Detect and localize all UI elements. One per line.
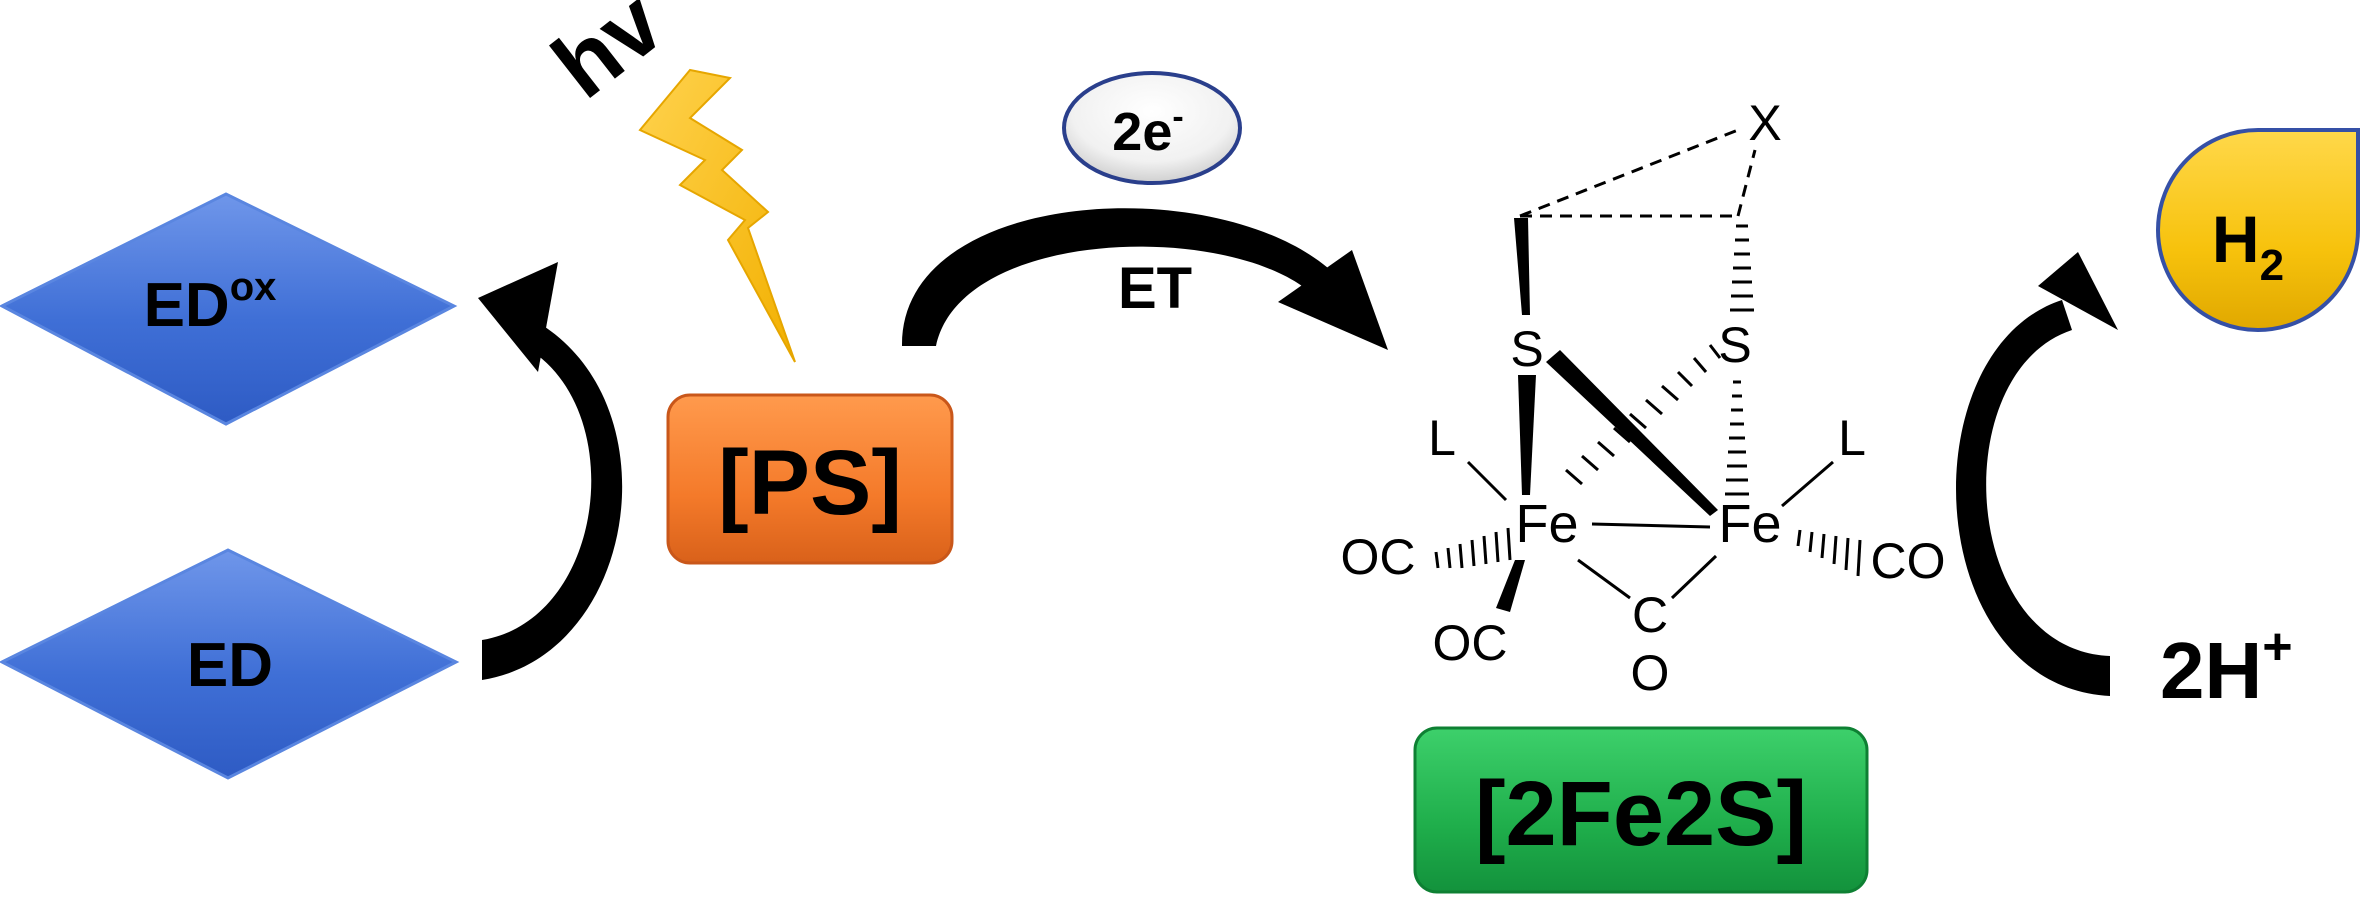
ed-label: ED <box>187 631 273 700</box>
ligand-left: L <box>1428 410 1456 466</box>
sulfur-right: S <box>1718 317 1751 373</box>
l-fe-bond-right <box>1781 460 1834 508</box>
x-atom: X <box>1748 95 1781 151</box>
fe-c-bond-left <box>1577 558 1631 600</box>
electron-superscript: - <box>1172 98 1183 136</box>
protons-superscript: + <box>2262 618 2292 676</box>
ed-ox-superscript: ox <box>230 265 277 309</box>
s-fe-hash-cross <box>1565 344 1722 486</box>
svg-text:H2: H2 <box>2212 202 2284 290</box>
iron-right: Fe <box>1718 494 1781 554</box>
s-fe-wedge-cross <box>1546 350 1718 516</box>
electron-node: 2e- <box>1062 71 1242 185</box>
ps-box <box>666 393 954 565</box>
h2-drop <box>2156 128 2360 332</box>
ed-ox-label: ED <box>144 271 230 340</box>
fe-c-bond-right <box>1670 554 1718 600</box>
sulfur-left: S <box>1510 321 1543 377</box>
bridging-oxygen: O <box>1631 645 1670 701</box>
protons-label: 2H <box>2160 626 2262 715</box>
et-arrow-head <box>1278 250 1388 350</box>
bridge-wedge-left <box>1514 218 1530 315</box>
h2-label: H <box>2212 202 2260 276</box>
ed-node: ED <box>0 548 460 780</box>
dithiolate-bridge <box>1519 128 1757 218</box>
ligand-right: L <box>1838 410 1866 466</box>
svg-text:2e-: 2e- <box>1112 98 1183 162</box>
et-label: ET <box>1118 256 1192 321</box>
iron-left: Fe <box>1515 494 1578 554</box>
electron-label: 2e <box>1112 102 1172 162</box>
ed-ox-node: EDox <box>0 192 458 426</box>
fe-fe-bond <box>1591 522 1711 529</box>
oc-fe-wedge-bottom <box>1496 560 1525 612</box>
co-fe-hash-right <box>1796 529 1862 577</box>
diiron-cluster-structure: X S S <box>1341 95 1946 701</box>
lightning-bolt-icon <box>638 68 796 363</box>
h2-subscript: 2 <box>2260 241 2284 290</box>
ed-diamond <box>0 548 460 780</box>
ps-label: [PS] <box>718 432 902 534</box>
ed-ox-diamond <box>0 192 458 426</box>
oc-fe-hash-left <box>1434 527 1512 569</box>
carbonyl-bottom: OC <box>1433 615 1508 671</box>
s-fe-wedge-left <box>1518 375 1536 495</box>
bridging-carbon: C <box>1632 587 1668 643</box>
oxidation-arrow-body <box>482 318 623 680</box>
carbonyl-left: OC <box>1341 529 1416 585</box>
cluster-box <box>1413 726 1869 894</box>
electron-ellipse <box>1062 71 1242 185</box>
l-fe-bond-left <box>1466 460 1508 502</box>
oxidation-arrow <box>478 262 623 680</box>
oxidation-arrow-head <box>478 262 558 372</box>
carbonyl-right: CO <box>1871 533 1946 589</box>
proton-reduction-arrow <box>1956 252 2118 696</box>
proton-arrow-body <box>1956 300 2110 696</box>
bridge-hash-right <box>1730 224 1754 312</box>
cluster-node: [2Fe2S] <box>1413 726 1869 894</box>
s-fe-hash-right <box>1725 380 1749 496</box>
light-label: hv <box>535 0 682 118</box>
proton-arrow-head <box>2038 252 2118 330</box>
svg-text:EDox: EDox <box>144 265 277 340</box>
electron-transfer-arrow: ET <box>901 208 1388 350</box>
et-arrow-body <box>901 208 1328 346</box>
cluster-label: [2Fe2S] <box>1475 763 1807 865</box>
hydrogen-product-node: H2 <box>2156 128 2360 332</box>
svg-text:2H+: 2H+ <box>2160 618 2293 715</box>
photosensitizer-node: [PS] <box>666 393 954 565</box>
